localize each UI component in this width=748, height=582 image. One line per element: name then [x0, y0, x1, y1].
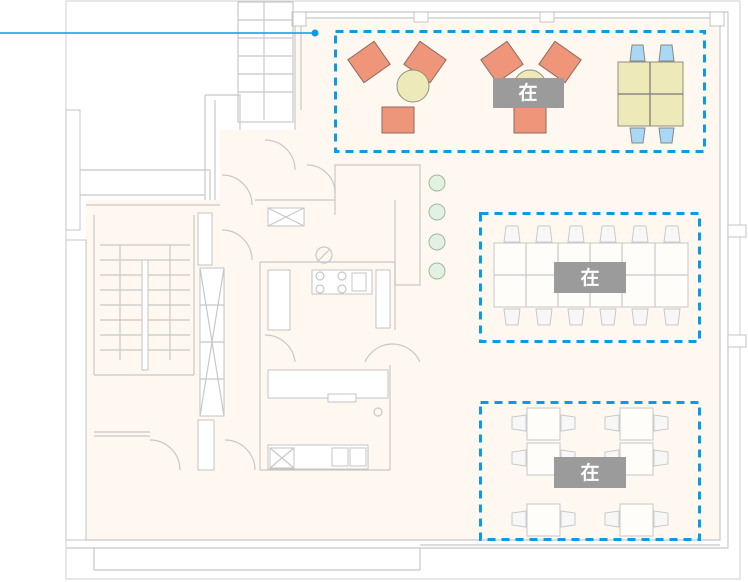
- square-tables-zone-label[interactable]: 在: [554, 457, 626, 488]
- sofa-set-2: [480, 40, 582, 134]
- zone-label-text: 在: [580, 461, 599, 484]
- interior-walls: [80, 94, 421, 471]
- lounge-zone-border[interactable]: [334, 30, 706, 153]
- sofa-set-1: [347, 40, 447, 134]
- kitchen-fixtures: [267, 246, 391, 470]
- lower-stairs: [100, 244, 190, 371]
- chairs-bottom: [503, 308, 681, 326]
- leader-line: [0, 29, 319, 37]
- zone-label-text: 在: [580, 266, 599, 289]
- four-seat-table: [617, 44, 684, 144]
- plants: [428, 174, 446, 280]
- zone-label-text: 在: [518, 81, 537, 104]
- leader-dot: [311, 29, 319, 37]
- upper-stairs: [237, 1, 294, 123]
- square-tables-zone-border[interactable]: [479, 401, 701, 541]
- chairs-top: [503, 225, 681, 243]
- lounge-furniture: [347, 40, 684, 144]
- long-table-zone-label[interactable]: 在: [554, 262, 626, 293]
- lounge-zone-label[interactable]: 在: [493, 78, 564, 108]
- long-table-zone-border[interactable]: [479, 212, 701, 343]
